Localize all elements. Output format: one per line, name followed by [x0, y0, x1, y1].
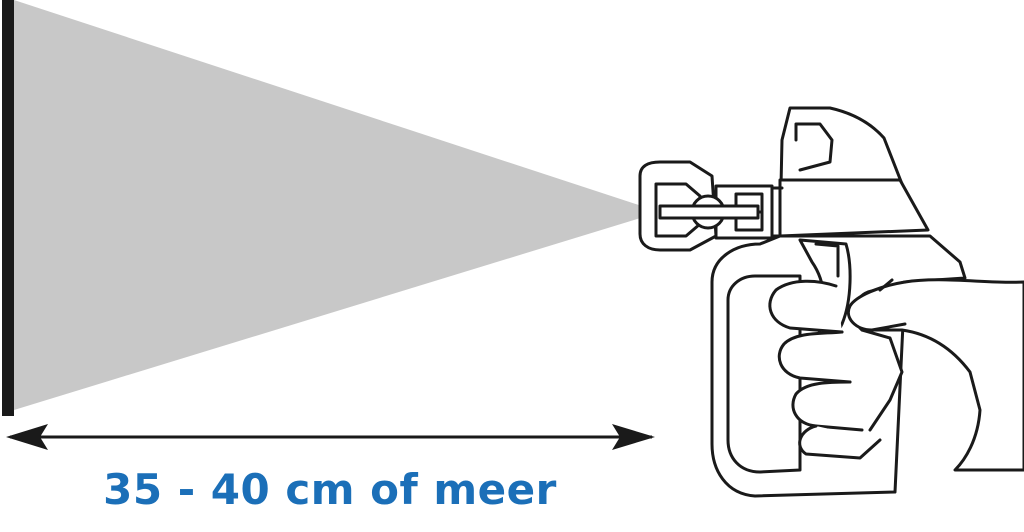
distance-label: 35 - 40 cm of meer: [103, 465, 557, 514]
double-headed-arrow-icon: [6, 424, 655, 450]
spray-fan-icon: [14, 0, 660, 410]
wall-icon: [2, 0, 14, 416]
hand-holding-gun-icon: [768, 278, 1024, 472]
